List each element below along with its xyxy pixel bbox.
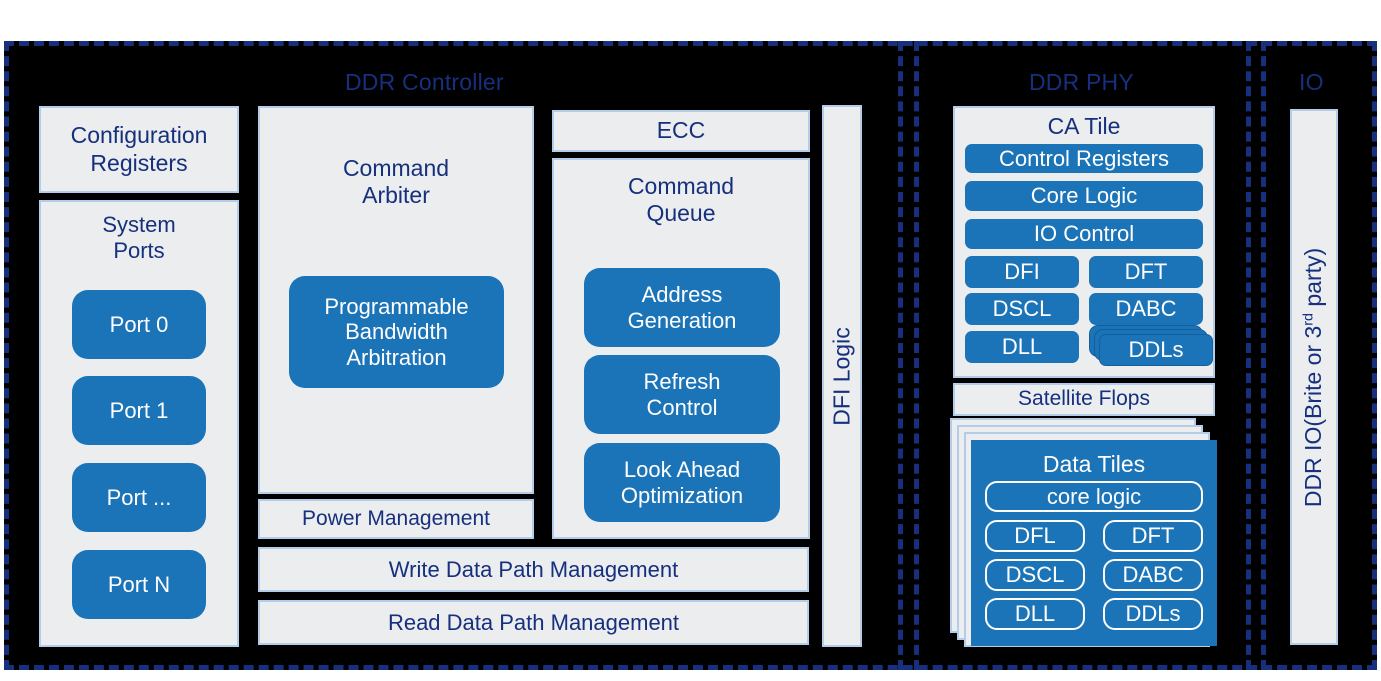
address-generation[interactable]: Address Generation (584, 268, 780, 347)
title-ddr-phy: DDR PHY (1029, 69, 1134, 95)
panel-read-data-path[interactable]: Read Data Path Management (258, 600, 809, 645)
power-management-label: Power Management (302, 506, 490, 530)
ddr-io-label-prefix: DDR IO(Brite or 3 (1300, 325, 1327, 507)
ca-core-logic[interactable]: Core Logic (965, 181, 1203, 211)
ecc-label: ECC (656, 117, 706, 144)
write-data-path-label: Write Data Path Management (388, 556, 679, 582)
port-0[interactable]: Port 0 (72, 290, 206, 359)
satellite-flops-label: Satellite Flops (1018, 387, 1150, 411)
data-tiles-dabc[interactable]: DABC (1103, 559, 1203, 591)
ddr-io-label-suffix: party) (1300, 247, 1327, 313)
ca-io-control[interactable]: IO Control (965, 219, 1203, 249)
data-tiles-core-logic[interactable]: core logic (985, 481, 1203, 512)
ca-dabc[interactable]: DABC (1089, 293, 1203, 325)
data-tiles-dfl[interactable]: DFL (985, 520, 1085, 552)
command-arbiter-label: Command Arbiter (342, 155, 450, 209)
command-queue-label: Command Queue (627, 173, 735, 227)
title-io: IO (1299, 69, 1324, 95)
ca-control-registers[interactable]: Control Registers (965, 144, 1203, 173)
panel-configuration-registers[interactable]: Configuration Registers (39, 106, 239, 193)
separator-controller-phy-left (898, 41, 903, 670)
data-tiles-ddls[interactable]: DDLs (1103, 598, 1203, 630)
panel-dfi-logic[interactable]: DFI Logic (822, 105, 862, 647)
ca-dft[interactable]: DFT (1089, 256, 1203, 288)
dfi-logic-label: DFI Logic (828, 326, 855, 426)
port-1[interactable]: Port 1 (72, 376, 206, 445)
data-tiles-label: Data Tiles (1042, 451, 1146, 477)
separator-phy-io-right (1261, 41, 1266, 670)
panel-ddr-io[interactable]: DDR IO(Brite or 3rd party) (1290, 109, 1338, 645)
read-data-path-label: Read Data Path Management (387, 609, 680, 635)
ddr-io-label-sup: rd (1300, 312, 1317, 326)
panel-write-data-path[interactable]: Write Data Path Management (258, 547, 809, 592)
data-tiles-dscl[interactable]: DSCL (985, 559, 1085, 591)
refresh-control[interactable]: Refresh Control (584, 355, 780, 434)
ca-ddls[interactable]: DDLs (1099, 334, 1213, 366)
separator-phy-io-left (1246, 41, 1251, 670)
separator-controller-phy-right (914, 41, 919, 670)
ca-tile-label: CA Tile (1047, 113, 1121, 139)
look-ahead-optimization[interactable]: Look Ahead Optimization (584, 443, 780, 522)
system-ports-label: System Ports (102, 212, 176, 263)
data-tiles-dll[interactable]: DLL (985, 598, 1085, 630)
port-dots[interactable]: Port ... (72, 463, 206, 532)
configuration-registers-label: Configuration Registers (70, 122, 208, 176)
programmable-bandwidth-arbitration[interactable]: Programmable Bandwidth Arbitration (289, 276, 504, 388)
data-tiles-dft[interactable]: DFT (1103, 520, 1203, 552)
ca-dll[interactable]: DLL (965, 331, 1079, 363)
title-ddr-controller: DDR Controller (345, 69, 504, 95)
ca-dfi[interactable]: DFI (965, 256, 1079, 288)
port-n[interactable]: Port N (72, 550, 206, 619)
panel-satellite-flops[interactable]: Satellite Flops (953, 383, 1215, 416)
ca-dscl[interactable]: DSCL (965, 293, 1079, 325)
panel-ecc[interactable]: ECC (552, 110, 810, 152)
ddr-io-label: DDR IO(Brite or 3rd party) (1301, 247, 1328, 506)
panel-power-management[interactable]: Power Management (258, 499, 534, 539)
